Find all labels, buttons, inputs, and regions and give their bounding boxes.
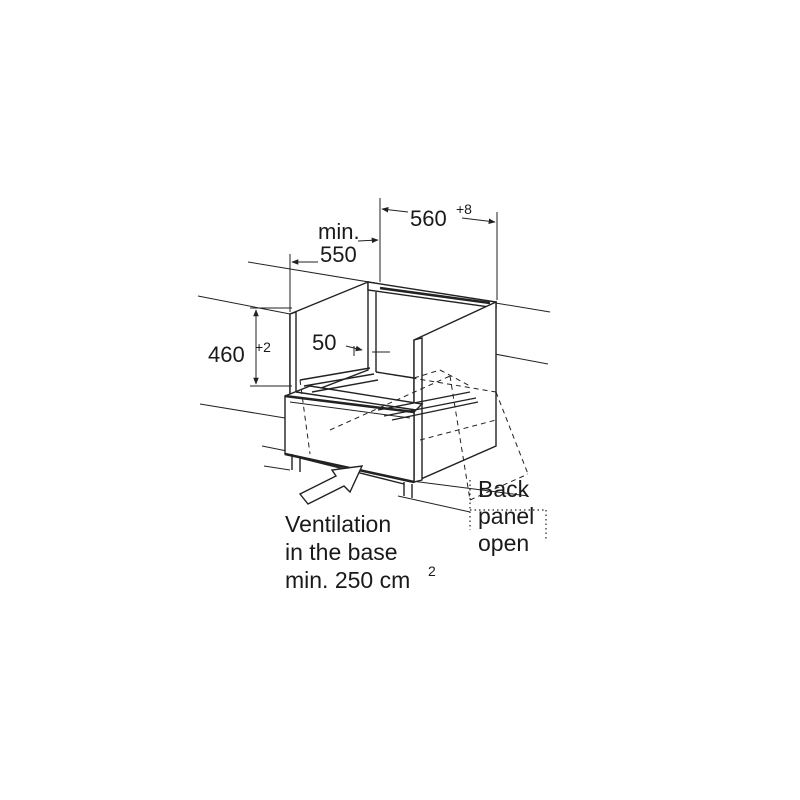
cabinet-walls: [289, 280, 497, 484]
ventilation-line-3: min. 250 cm: [285, 567, 410, 593]
dimension-width: [379, 198, 498, 300]
dimension-height: [250, 307, 292, 387]
width-tolerance: +8: [456, 201, 472, 217]
back-panel-line-2: panel: [478, 503, 534, 529]
warming-drawer: [284, 367, 479, 498]
dimension-gap: [345, 345, 390, 356]
ventilation-line-1: Ventilation: [285, 511, 391, 537]
height-value: 460: [208, 342, 245, 367]
height-tolerance: +2: [255, 339, 271, 355]
ventilation-line-2: in the base: [285, 539, 398, 565]
dimension-depth: [289, 237, 379, 312]
depth-value: 550: [320, 242, 357, 267]
back-panel-leader: [469, 480, 547, 540]
back-panel-line-3: open: [478, 530, 529, 556]
width-value: 560: [410, 206, 447, 231]
depth-prefix: min.: [318, 219, 360, 244]
gap-value: 50: [312, 330, 336, 355]
back-panel-line-1: Back: [478, 476, 530, 502]
ventilation-unit-sup: 2: [428, 563, 436, 579]
hidden-lines: [299, 369, 529, 501]
ventilation-arrow: [298, 465, 364, 505]
